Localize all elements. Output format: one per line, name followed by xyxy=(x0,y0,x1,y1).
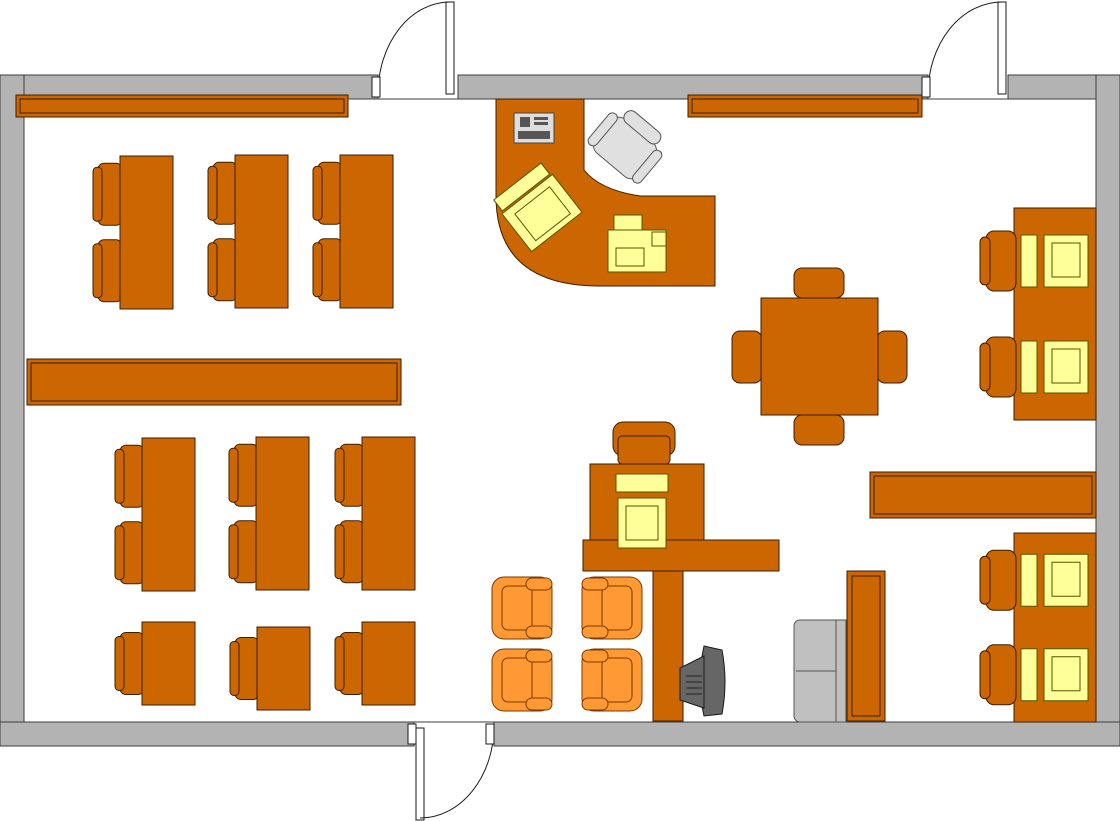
office-chair-icon[interactable] xyxy=(114,444,145,508)
meeting-table-icon xyxy=(760,297,879,416)
desk-icon xyxy=(256,626,311,711)
desk-group xyxy=(92,154,416,711)
door-icon[interactable] xyxy=(921,1,1007,98)
office-chair-icon[interactable] xyxy=(979,549,1017,611)
computer-monitor-icon xyxy=(1020,648,1089,702)
office-chair-icon[interactable] xyxy=(312,161,343,225)
office-chair-icon[interactable] xyxy=(731,330,763,384)
armchair-icon[interactable] xyxy=(581,576,643,640)
desk-unit xyxy=(92,155,174,310)
office-chair-icon[interactable] xyxy=(229,637,260,700)
office-chair-icon[interactable] xyxy=(979,644,1017,706)
bookshelf-icon xyxy=(851,575,881,717)
desk-unit xyxy=(114,437,196,592)
desk-icon xyxy=(141,621,196,706)
workstation-bench xyxy=(979,532,1097,723)
wall-bottom-right xyxy=(493,721,1120,747)
office-chair-icon[interactable] xyxy=(979,230,1017,292)
desk-unit xyxy=(229,626,311,711)
armchair-icon[interactable] xyxy=(491,648,553,712)
desk-icon xyxy=(582,539,780,572)
desk-icon xyxy=(141,437,196,592)
fan-icon[interactable] xyxy=(679,645,726,717)
desk-unit xyxy=(334,436,416,591)
door-icon[interactable] xyxy=(371,1,455,99)
desk-unit xyxy=(114,621,196,706)
doors xyxy=(371,1,1007,821)
desk-unit xyxy=(334,621,416,706)
office-chair-icon[interactable] xyxy=(114,521,145,585)
armchair-icon[interactable] xyxy=(581,648,643,712)
office-chair-icon[interactable] xyxy=(334,520,365,584)
desk-icon xyxy=(119,155,174,310)
office-chair-icon[interactable] xyxy=(612,421,676,465)
desk-icon xyxy=(234,154,289,309)
manager-desk-group xyxy=(582,421,886,722)
computer-monitor-icon xyxy=(1020,340,1089,394)
door-icon[interactable] xyxy=(407,723,495,821)
computer-monitor-icon xyxy=(615,473,669,549)
office-chair-icon[interactable] xyxy=(312,238,343,302)
armchair-icon[interactable] xyxy=(491,576,553,640)
office-chair-icon[interactable] xyxy=(92,162,123,226)
executive-chair-icon[interactable] xyxy=(585,100,673,187)
bookshelf-icon xyxy=(687,94,923,118)
walls xyxy=(0,74,1120,747)
desk-icon xyxy=(361,436,416,591)
office-chair-icon[interactable] xyxy=(114,632,145,695)
reception-area xyxy=(493,98,716,287)
office-chair-icon[interactable] xyxy=(92,239,123,303)
office-chair-icon[interactable] xyxy=(793,267,845,299)
bookshelf-icon xyxy=(869,471,1097,519)
computer-monitor-icon xyxy=(1020,234,1089,288)
bookshelves xyxy=(15,94,1097,519)
office-chair-icon[interactable] xyxy=(207,161,238,225)
office-chair-icon[interactable] xyxy=(979,336,1017,398)
office-chair-icon[interactable] xyxy=(793,414,845,446)
office-chair-icon[interactable] xyxy=(207,238,238,302)
desk-icon xyxy=(652,570,684,722)
desk-unit xyxy=(207,154,289,309)
fax-machine-icon xyxy=(513,112,555,144)
desk-icon xyxy=(255,436,310,591)
armchair-group xyxy=(491,576,643,712)
office-chair-icon[interactable] xyxy=(876,330,908,384)
office-chair-icon[interactable] xyxy=(334,632,365,695)
desk-unit xyxy=(228,436,310,591)
office-chair-icon[interactable] xyxy=(228,443,259,507)
bookshelf-icon xyxy=(26,358,402,406)
meeting-table-group xyxy=(731,267,908,446)
office-chair-icon[interactable] xyxy=(228,520,259,584)
workstation-bench xyxy=(979,207,1097,421)
computer-monitor-icon xyxy=(1020,553,1089,607)
desk-icon xyxy=(339,154,394,309)
office-chair-icon[interactable] xyxy=(334,443,365,507)
wall-right xyxy=(1095,74,1120,747)
computer-monitor-icon xyxy=(493,162,583,253)
bookshelf-icon xyxy=(15,94,349,118)
wall-left xyxy=(0,74,25,747)
wall-bottom-left xyxy=(0,721,415,747)
sofa-icon[interactable] xyxy=(793,619,847,723)
desk-unit xyxy=(312,154,394,309)
workstation-group xyxy=(979,207,1097,723)
printer-icon xyxy=(607,214,667,273)
desk-icon xyxy=(361,621,416,706)
bookshelf-icon xyxy=(846,570,886,722)
